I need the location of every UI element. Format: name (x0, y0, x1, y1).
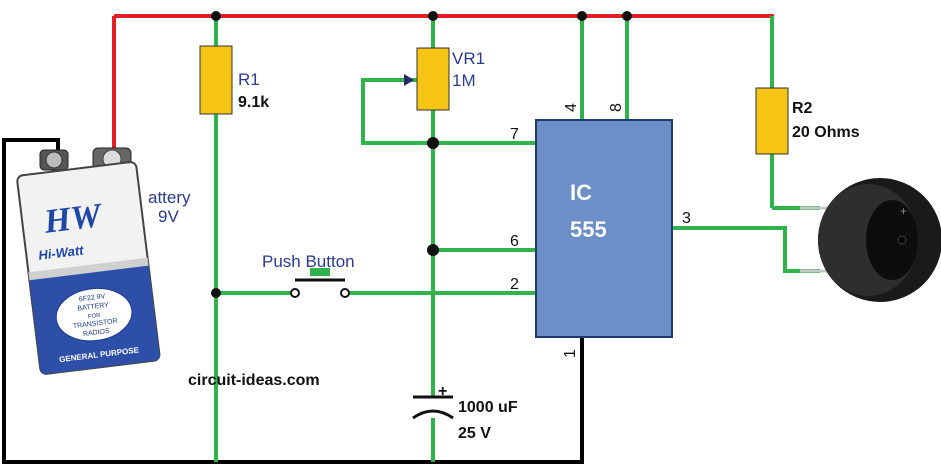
capacitor-plus: + (438, 383, 447, 400)
push-button-label: Push Button (262, 252, 355, 271)
battery-spec-1: 6F22 9V (79, 293, 106, 303)
battery-voltage-label: 9V (158, 207, 179, 226)
r2-name: R2 (792, 100, 813, 117)
vr1-value: 1M (452, 71, 476, 90)
capacitor: + 1000 uF 25 V (412, 383, 518, 442)
capacitor-voltage: 25 V (458, 425, 491, 442)
pin-3-label: 3 (682, 210, 691, 227)
pin-6-label: 6 (510, 233, 519, 250)
battery-label: attery (148, 188, 191, 207)
resistor-r1: R1 9.1k (199, 45, 269, 115)
battery: HW Hi-Watt 6F22 9V BATTERY FOR TRANSISTO… (16, 147, 191, 375)
wiper-arrow-icon (404, 74, 414, 86)
pin-1-label: 1 (562, 349, 579, 358)
push-button: Push Button (262, 252, 355, 298)
ground-wire (2, 138, 584, 464)
buzzer: + (800, 178, 941, 302)
ic-555: IC 555 7 6 2 3 4 8 1 (510, 103, 691, 358)
battery-logo: HW (41, 197, 106, 241)
battery-spec-5: RADIOS (83, 328, 111, 338)
vr1-name: VR1 (452, 49, 485, 68)
pin-4-label: 4 (563, 103, 580, 112)
pin-8-label: 8 (608, 103, 625, 112)
ic-label-line1: IC (570, 180, 592, 205)
buzzer-polarity-icon: + (900, 204, 907, 218)
ic-label-line2: 555 (570, 217, 607, 242)
pin-7-label: 7 (510, 126, 519, 143)
junction-dots (211, 11, 632, 298)
battery-brand: Hi-Watt (38, 242, 85, 262)
battery-spec-2: BATTERY (77, 302, 110, 313)
r1-value: 9.1k (238, 94, 269, 111)
pin-2-label: 2 (510, 276, 519, 293)
website-credit: circuit-ideas.com (188, 372, 320, 389)
resistor-r2: R2 20 Ohms (755, 87, 860, 155)
r1-name: R1 (238, 70, 260, 89)
capacitor-value: 1000 uF (458, 399, 518, 416)
potentiometer-vr1: VR1 1M (404, 47, 485, 111)
battery-spec-3: FOR (88, 313, 102, 321)
r2-value: 20 Ohms (792, 124, 860, 141)
positive-rail (112, 14, 774, 158)
